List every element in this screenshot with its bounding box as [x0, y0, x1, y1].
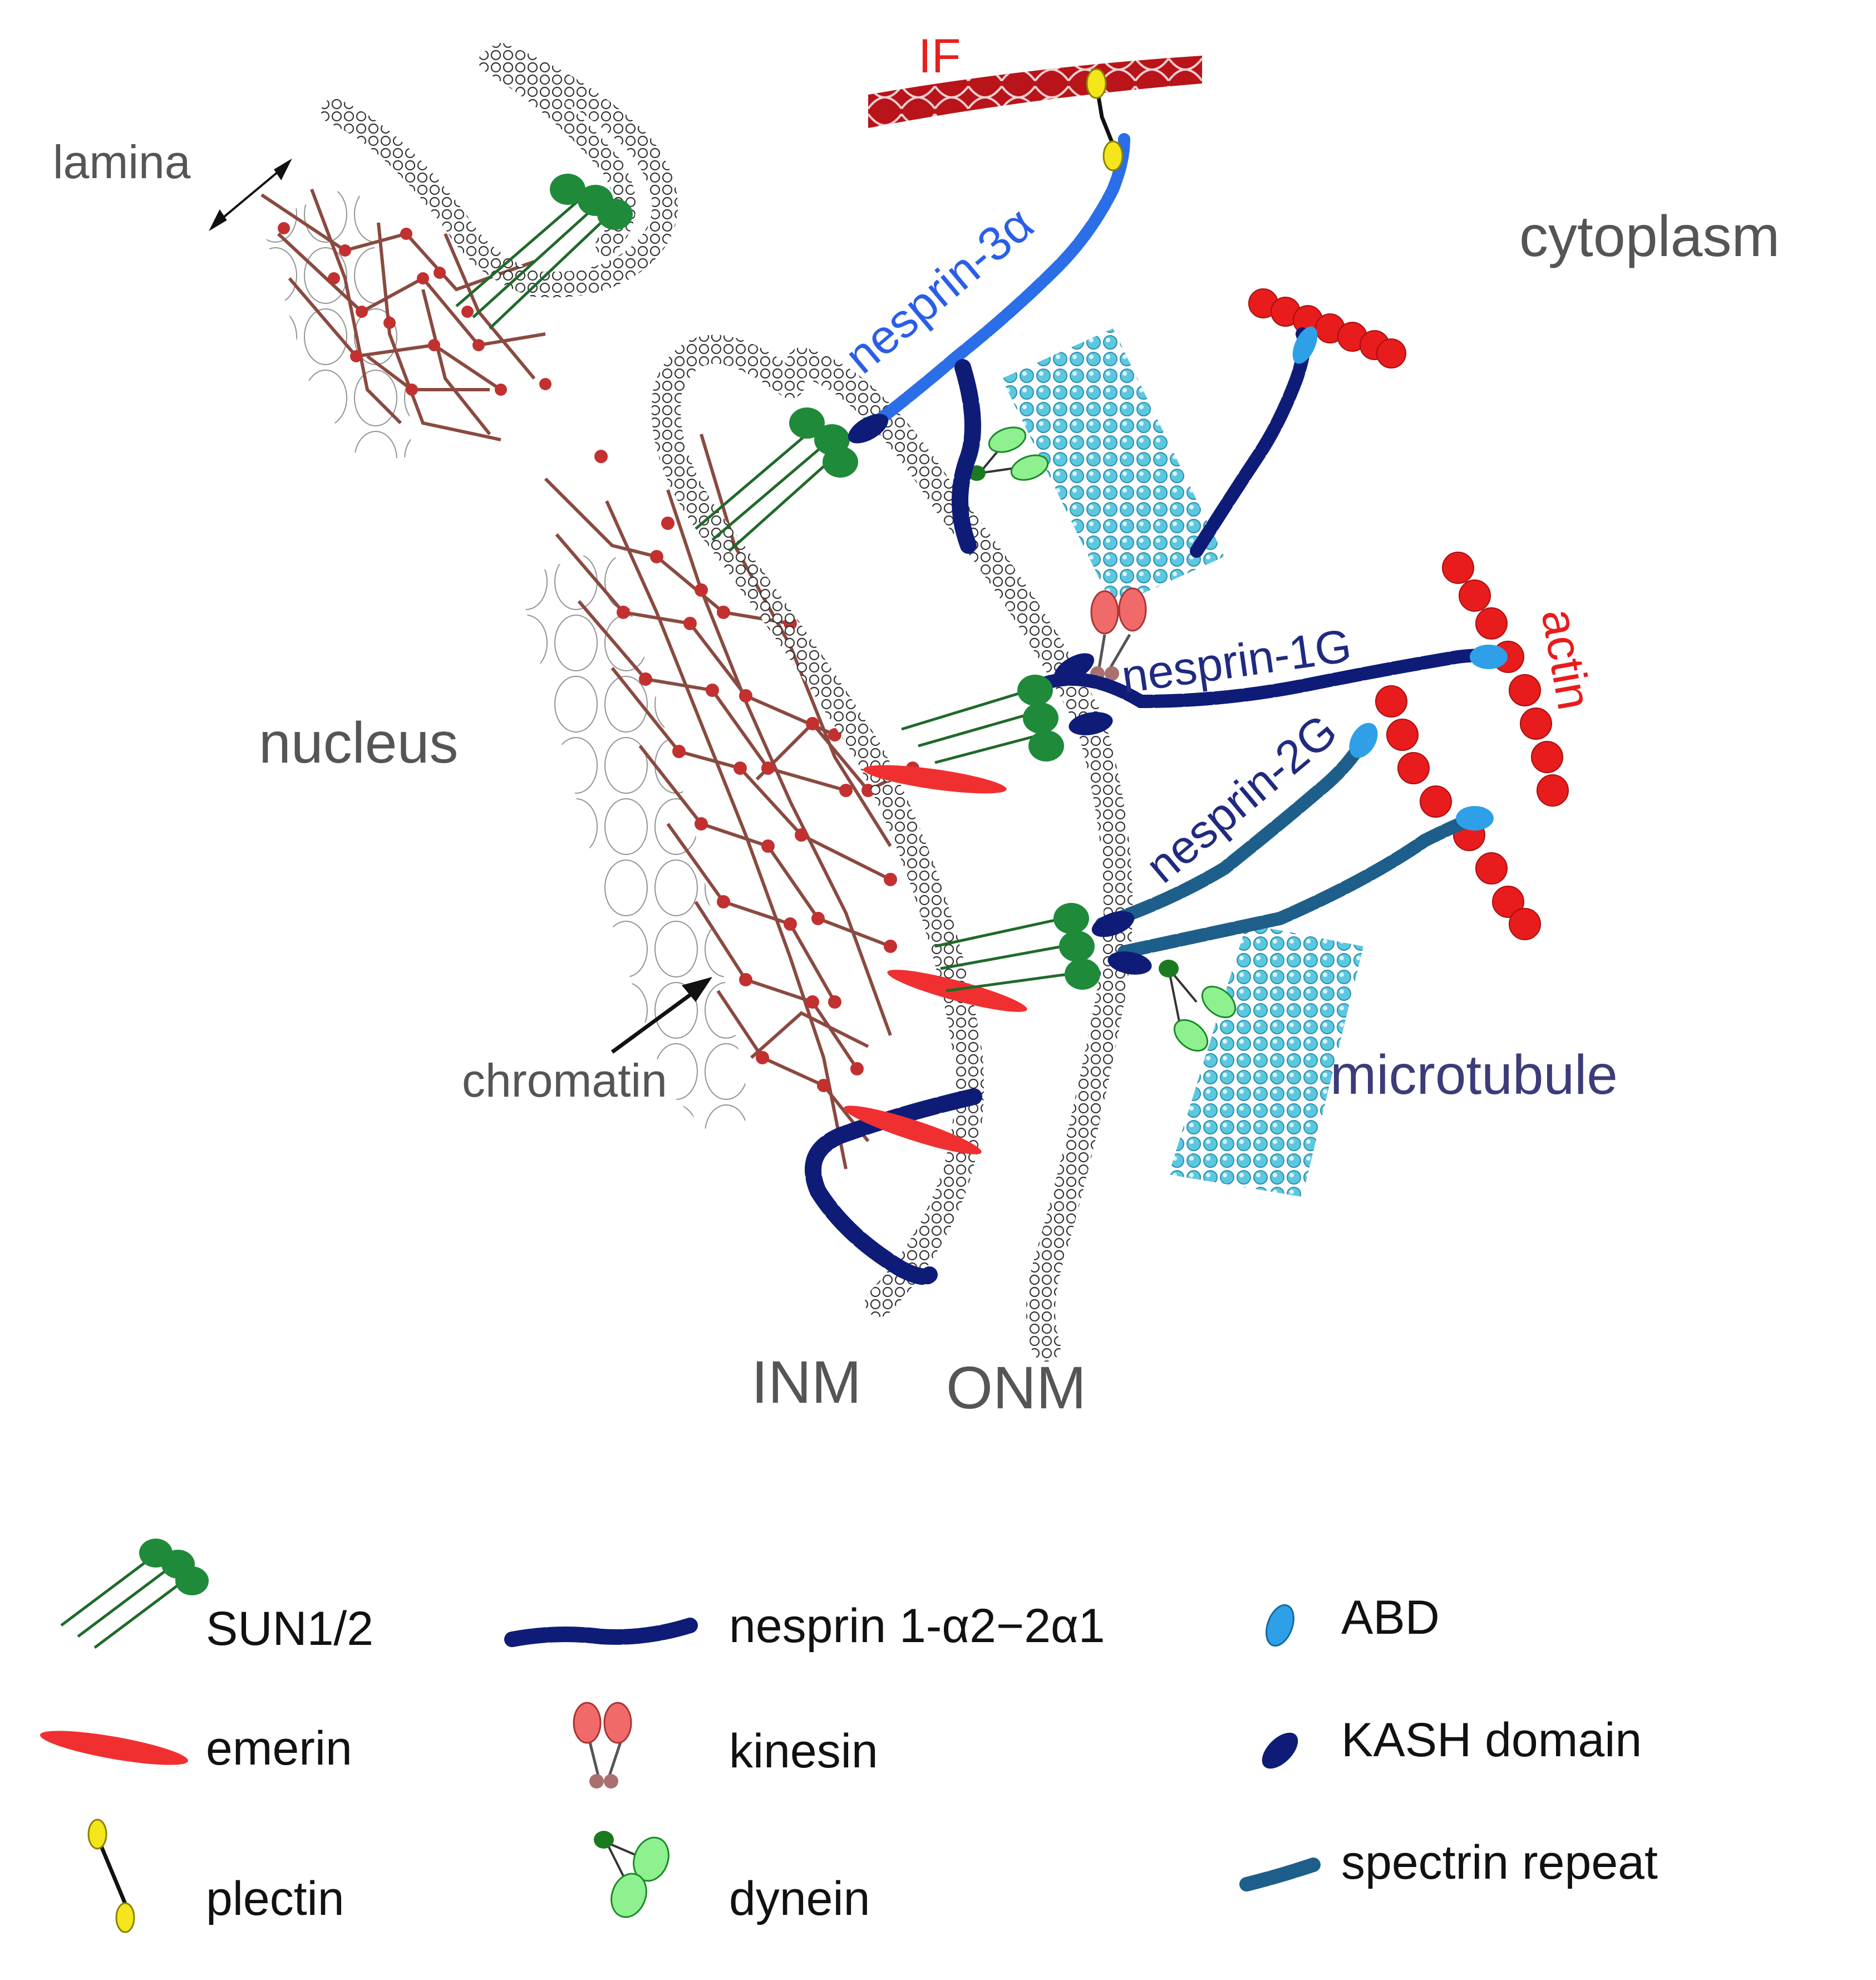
inner-membrane-upper-fold	[321, 43, 678, 298]
legend-nesprin-icon	[504, 1618, 698, 1647]
plectin-head-bottom	[1102, 140, 1124, 171]
legend-nesprin-label: nesprin 1-α2−2α1	[729, 1599, 1105, 1653]
legend-abd-icon	[1266, 1604, 1294, 1647]
lamina-double-arrow	[209, 158, 292, 232]
abd-upper-mt	[1292, 326, 1318, 364]
inner-nuclear-membrane	[651, 335, 984, 1317]
nucleus-label: nucleus	[259, 711, 458, 775]
onm-label: ONM	[946, 1354, 1086, 1421]
nesprin-3a-label: nesprin-3α	[835, 197, 1043, 384]
legend-spectrin-icon	[1239, 1858, 1321, 1891]
legend-kash-icon	[1262, 1732, 1298, 1769]
chromatin-arrow	[610, 977, 712, 1054]
nesprin-chain-short-upper	[952, 359, 981, 554]
lamina-network-upper	[260, 188, 546, 441]
lamina-dots-lower	[594, 450, 919, 1092]
abd-nesprin-1g	[1470, 645, 1508, 669]
nesprin-chain-upper-mt	[1190, 327, 1311, 558]
actin-label: actin	[1531, 605, 1601, 714]
nesprin-2g-chain-a	[1095, 734, 1370, 931]
kash-domains	[848, 414, 1152, 975]
nesprin-3a-chain	[862, 133, 1130, 435]
legend-kash-label: KASH domain	[1341, 1713, 1642, 1767]
actin-filament-middle	[1375, 685, 1541, 940]
legend-plectin-icon	[87, 1819, 135, 1933]
abd-nesprin-2g-a	[1349, 723, 1378, 758]
legend-emerin-icon	[40, 1731, 188, 1765]
legend-kinesin-icon	[573, 1702, 632, 1789]
lamina-label: lamina	[53, 136, 191, 188]
microtubule-label: microtubule	[1330, 1044, 1618, 1106]
cytoplasm-label: cytoplasm	[1519, 204, 1780, 269]
abd-nesprin-2g-b	[1456, 806, 1494, 831]
sun-trimer-upper	[455, 174, 633, 330]
sun-trimer-nesprin2g	[934, 903, 1100, 993]
legend-kinesin-label: kinesin	[729, 1724, 878, 1778]
nesprin-1g-chain	[1034, 648, 1498, 709]
chromatin-label: chromatin	[462, 1054, 667, 1107]
emerin-molecules	[844, 765, 1027, 1154]
lamina-dots-upper	[278, 222, 552, 396]
inm-label: INM	[751, 1348, 861, 1416]
legend-dynein-label: dynein	[729, 1872, 870, 1925]
legend-plectin-label: plectin	[206, 1872, 344, 1925]
actin-filament-right	[1442, 552, 1569, 807]
sun-trimer-nesprin1g	[901, 675, 1064, 764]
legend-sun-label: SUN1/2	[206, 1602, 373, 1655]
legend-dynein-icon	[594, 1831, 669, 1918]
legend-emerin-label: emerin	[206, 1722, 352, 1775]
if-label: IF	[918, 30, 961, 83]
plectin-head-top	[1086, 68, 1107, 99]
microtubule-upper	[1002, 328, 1224, 607]
actin-filament-top	[1248, 288, 1406, 369]
legend: SUN1/2 nesprin 1-α2−2α1 ABD emerin kines…	[40, 1539, 1658, 1933]
legend-spectrin-label: spectrin repeat	[1341, 1836, 1658, 1889]
legend-sun-icon	[60, 1539, 209, 1649]
dynein-motor-lower	[1159, 960, 1237, 1052]
outer-nuclear-membrane	[787, 347, 1133, 1362]
nesprin-2g-chain-b	[1117, 812, 1481, 959]
intermediate-filament	[868, 56, 1202, 128]
sun-trimer-nesprin3	[695, 407, 858, 552]
microtubule-lower	[1169, 924, 1363, 1197]
legend-abd-label: ABD	[1341, 1591, 1440, 1644]
